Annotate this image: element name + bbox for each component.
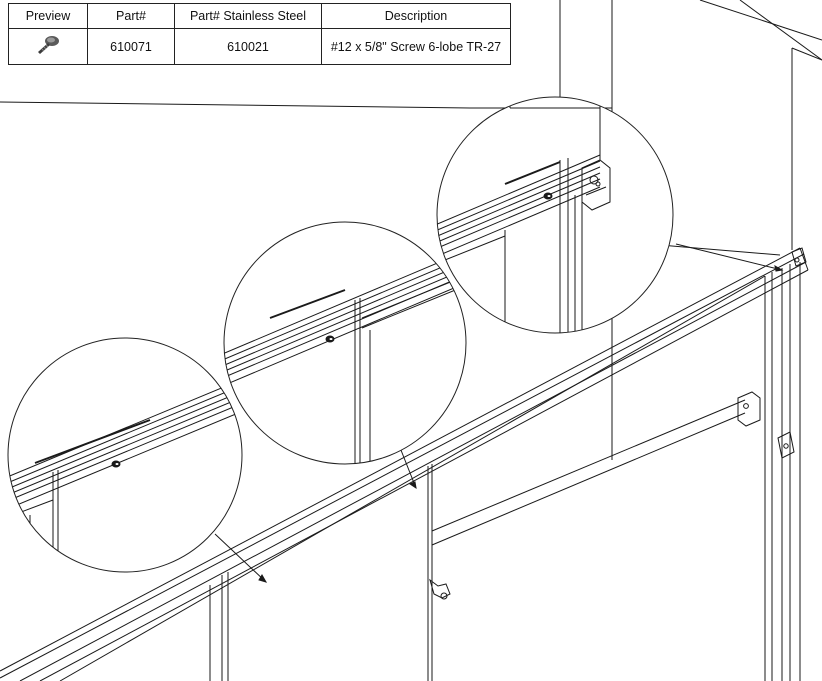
detail-circle-middle [223, 221, 467, 465]
detail-circle-right [436, 96, 674, 334]
parts-table-header-row: Preview Part# Part# Stainless Steel Desc… [8, 3, 511, 29]
description-cell: #12 x 5/8" Screw 6-lobe TR-27 [321, 28, 511, 65]
header-description: Description [321, 3, 511, 29]
header-part-stainless: Part# Stainless Steel [174, 3, 322, 29]
door-panel [209, 391, 761, 681]
screw-icon [38, 36, 59, 54]
background-structure [0, 0, 822, 460]
header-preview: Preview [8, 3, 88, 29]
table-row: 610071 610021 #12 x 5/8" Screw 6-lobe TR… [8, 28, 511, 65]
detail-circle-left [7, 337, 243, 573]
preview-cell [8, 28, 88, 65]
header-part-number: Part# [87, 3, 175, 29]
parts-table: Preview Part# Part# Stainless Steel Desc… [8, 3, 511, 65]
part-number-cell: 610071 [87, 28, 175, 65]
part-stainless-cell: 610021 [174, 28, 322, 65]
right-pilaster [764, 247, 807, 681]
